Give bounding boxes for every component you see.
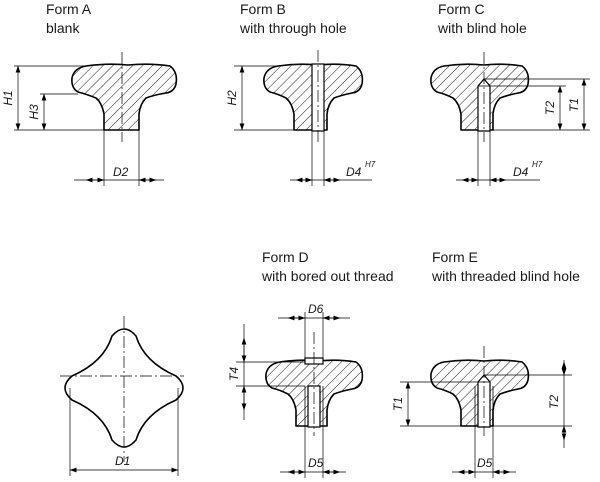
form-a-subtitle: blank [46,20,80,36]
form-a-d2-label: D2 [113,165,129,179]
form-c-t2-label: T2 [543,101,557,115]
form-d-subtitle: with bored out thread [261,268,394,284]
form-c-blind-hole [477,78,491,132]
form-b: Form B with through hole H2 D4 H7 [225,1,376,186]
form-e-d5-label: D5 [477,456,493,470]
form-c: Form C with blind hole T2 T1 D4 H7 [430,1,590,186]
form-e-t2-label: T2 [547,395,561,409]
top-view: D1 [60,316,184,476]
form-e-t1-label: T1 [391,397,405,411]
form-e-subtitle: with threaded blind hole [431,268,580,284]
form-b-subtitle: with through hole [239,20,347,36]
form-c-t1-label: T1 [567,98,581,112]
form-c-d4-tolerance: H7 [532,160,543,169]
form-d-d6-label: D6 [308,302,324,316]
form-b-d4-label: D4 [346,165,362,179]
form-c-subtitle: with blind hole [437,20,527,36]
form-a: Form A blank H1 H3 D2 [1,1,178,186]
form-b-h2-label: H2 [225,90,239,106]
form-b-d4-tolerance: H7 [365,160,376,169]
top-view-d1-label: D1 [115,454,130,468]
form-a-h1-label: H1 [1,90,15,105]
form-c-d4-label: D4 [513,165,529,179]
form-d: Form D with bored out thread D6 T4 D5 [227,249,394,478]
form-b-title: Form B [240,1,286,17]
form-d-t4-label: T4 [227,367,241,381]
form-a-h3-label: H3 [27,104,41,120]
form-a-knob-section [71,63,178,131]
form-a-title: Form A [46,1,92,17]
form-d-title: Form D [262,249,309,265]
form-d-d5-label: D5 [308,456,324,470]
form-e: Form E with threaded blind hole T1 T2 D5 [391,249,580,478]
form-e-title: Form E [432,249,478,265]
form-c-title: Form C [438,1,485,17]
